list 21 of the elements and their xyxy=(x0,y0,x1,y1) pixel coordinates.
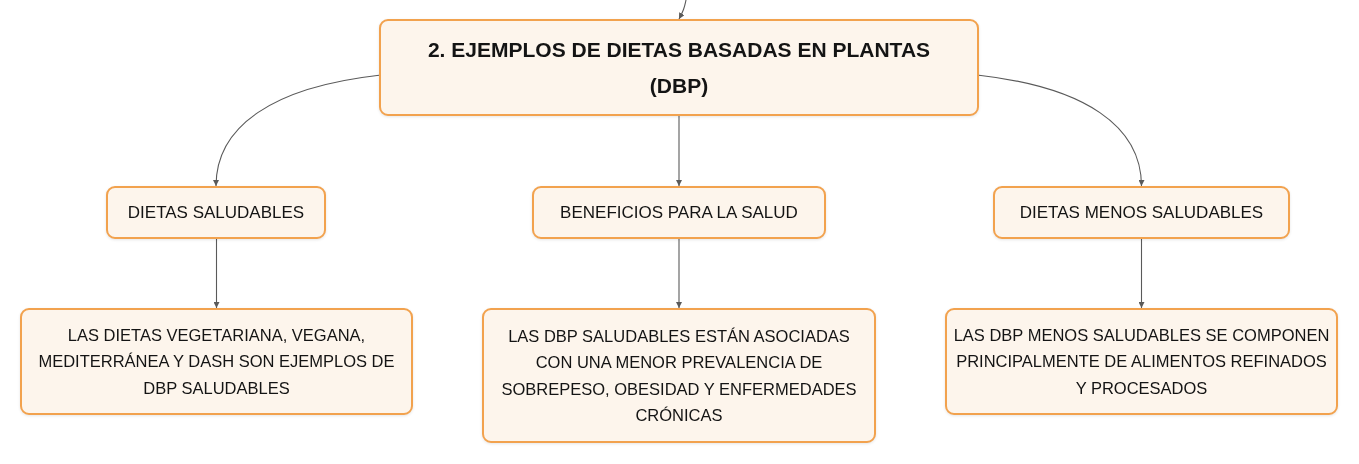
arrow xyxy=(676,115,682,187)
concept-text: LAS DBP MENOS SALUDABLES SE COMPONEN PRINCIPALMENTE DE ALIMENTOS REFINADOS Y PROCESADOS xyxy=(952,324,1331,399)
arrow xyxy=(676,238,682,309)
heading-text: 2. EJEMPLOS DE DIETAS BASADAS EN PLANTAS (DBP) xyxy=(426,36,932,99)
concept-text: LAS DIETAS VEGETARIANA, VEGANA, MEDITERRÁNEA Y DASH SON EJEMPLOS DE DBP SALUDABLES xyxy=(37,324,396,399)
arrow xyxy=(1138,238,1145,309)
concept-text: LAS DBP SALUDABLES ESTÁN ASOCIADAS CON UNA MENOR PREVALENCIA DE SOBREPESO, OBESIDAD Y ENFERMEDADES CRÓNICAS xyxy=(500,325,858,426)
concept-box xyxy=(945,308,1338,415)
concept-box xyxy=(20,308,413,415)
arrow xyxy=(213,238,220,309)
arrow xyxy=(978,74,1144,187)
concept-text: DIETAS MENOS SALUDABLES xyxy=(1019,201,1264,224)
topic-box xyxy=(379,19,979,116)
concept-box xyxy=(482,308,876,443)
concept-text: DIETAS SALUDABLES xyxy=(127,201,305,224)
concept-box xyxy=(106,186,326,239)
arrow xyxy=(678,0,687,20)
concept-box xyxy=(532,186,826,239)
arrow xyxy=(213,74,380,187)
concept-box xyxy=(993,186,1290,239)
concept-text: BENEFICIOS PARA LA SALUD xyxy=(560,201,798,224)
